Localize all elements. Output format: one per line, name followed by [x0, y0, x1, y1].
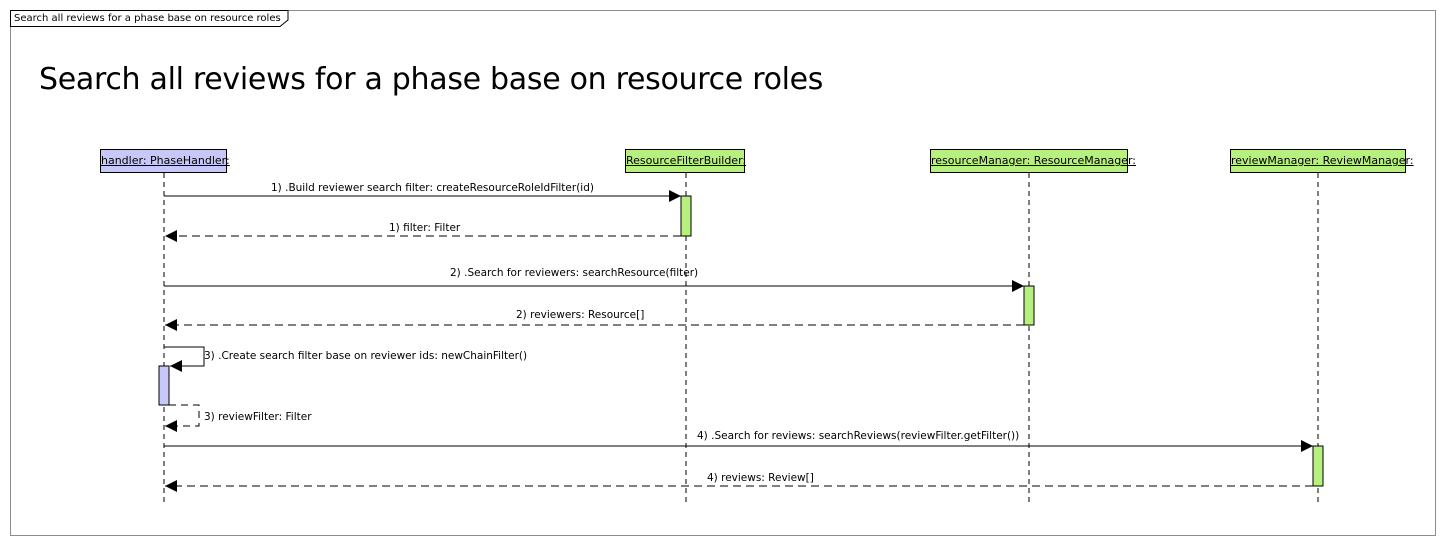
message-4-return-label: 4) reviews: Review[]: [707, 472, 814, 484]
lifeline-head-resource-manager[interactable]: resourceManager: ResourceManager:: [930, 149, 1136, 173]
message-2-return-label: 2) reviewers: Resource[]: [516, 309, 645, 321]
message-3-return-arrow: [165, 404, 200, 432]
message-3-return-label: 3) reviewFilter: Filter: [204, 411, 312, 423]
diagram-title: Search all reviews for a phase base on r…: [39, 62, 824, 97]
message-3-call-arrow: [164, 346, 205, 372]
activation-handler: [158, 365, 170, 406]
frame-tab: [10, 10, 289, 27]
message-4-call-label: 4) .Search for reviews: searchReviews(re…: [697, 430, 1020, 442]
lifeline-head-review-manager[interactable]: reviewManager: ReviewManager:: [1230, 149, 1414, 173]
diagram-frame: [10, 10, 1436, 536]
frame-tab-label: Search all reviews for a phase base on r…: [14, 13, 281, 24]
message-1-call-label: 1) .Build reviewer search filter: create…: [271, 182, 594, 194]
message-1-return-label: 1) filter: Filter: [389, 222, 461, 234]
lifeline-head-handler[interactable]: handler: PhaseHandler:: [100, 149, 230, 173]
activation-rm: [1023, 285, 1035, 326]
message-3-call-label: 3) .Create search filter base on reviewe…: [204, 350, 528, 362]
activation-rfb: [680, 195, 692, 237]
lifeline-head-resource-filter-builder[interactable]: ResourceFilterBuilder:: [625, 149, 746, 173]
activation-revm: [1312, 445, 1324, 487]
message-2-call-label: 2) .Search for reviewers: searchResource…: [450, 267, 699, 279]
